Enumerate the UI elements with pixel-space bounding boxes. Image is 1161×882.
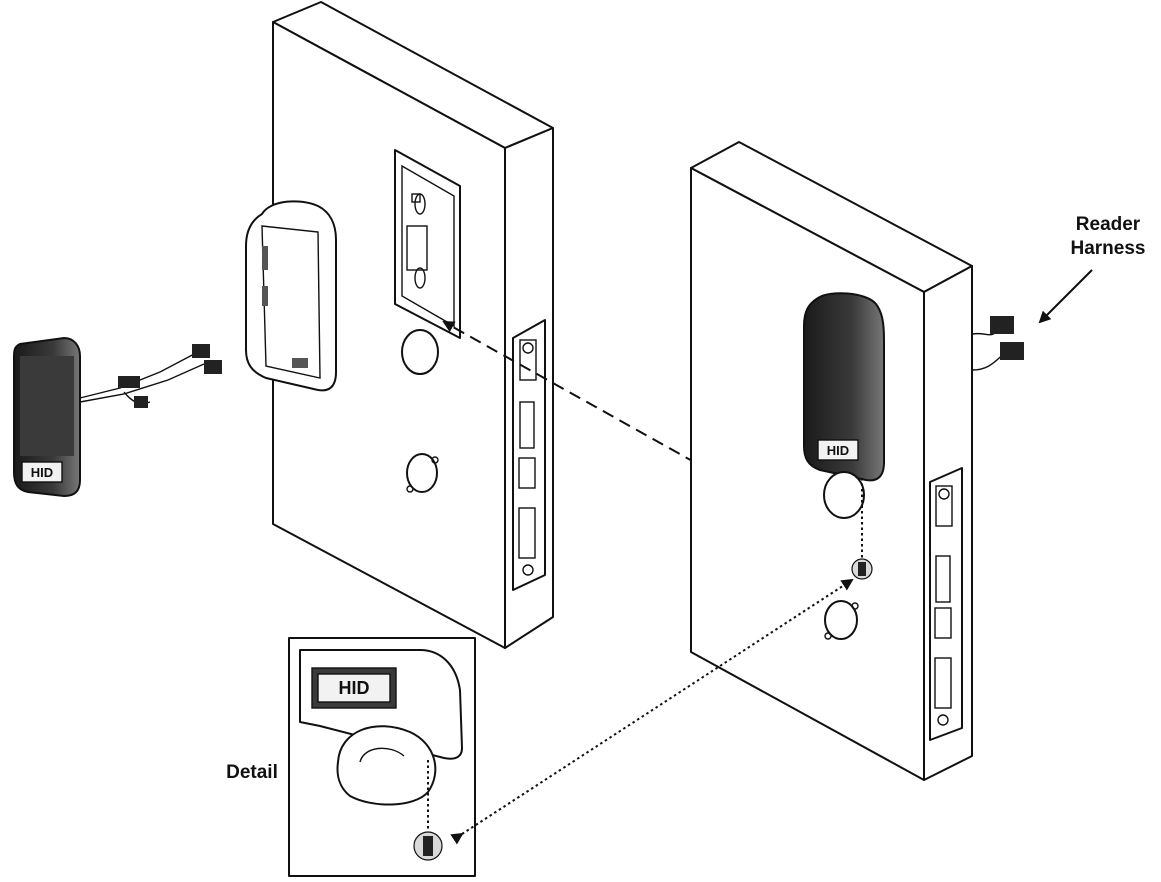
- reader-harness-label-line1: Reader: [1076, 214, 1141, 235]
- reader-harness-label-line2: Harness: [1071, 238, 1146, 259]
- left-door-bore-upper: [401, 329, 439, 375]
- left-door-cutout: [394, 149, 461, 339]
- detail-inset: HID: [288, 637, 476, 877]
- reader-harness-arrow: [1038, 269, 1093, 324]
- screw-icon: [851, 558, 873, 580]
- left-door: [272, 1, 554, 649]
- detail-label: Detail: [226, 762, 278, 783]
- right-door: HID: [690, 141, 1024, 781]
- detail-reference-arrow: [450, 578, 854, 845]
- reader-mounting-frame: [245, 200, 337, 392]
- reader-with-cable: HID: [13, 336, 222, 498]
- installed-reader: HID: [803, 292, 885, 482]
- left-mortise-faceplate: [512, 319, 546, 591]
- reader-logo-right: HID: [827, 443, 849, 458]
- left-door-bore-lower: [406, 453, 438, 493]
- right-mortise-faceplate: [929, 467, 963, 741]
- detail-screw-icon: [413, 831, 443, 861]
- reader-harness: [971, 316, 1024, 371]
- reader-logo-left: HID: [31, 465, 53, 480]
- reader-logo-detail: HID: [339, 678, 370, 698]
